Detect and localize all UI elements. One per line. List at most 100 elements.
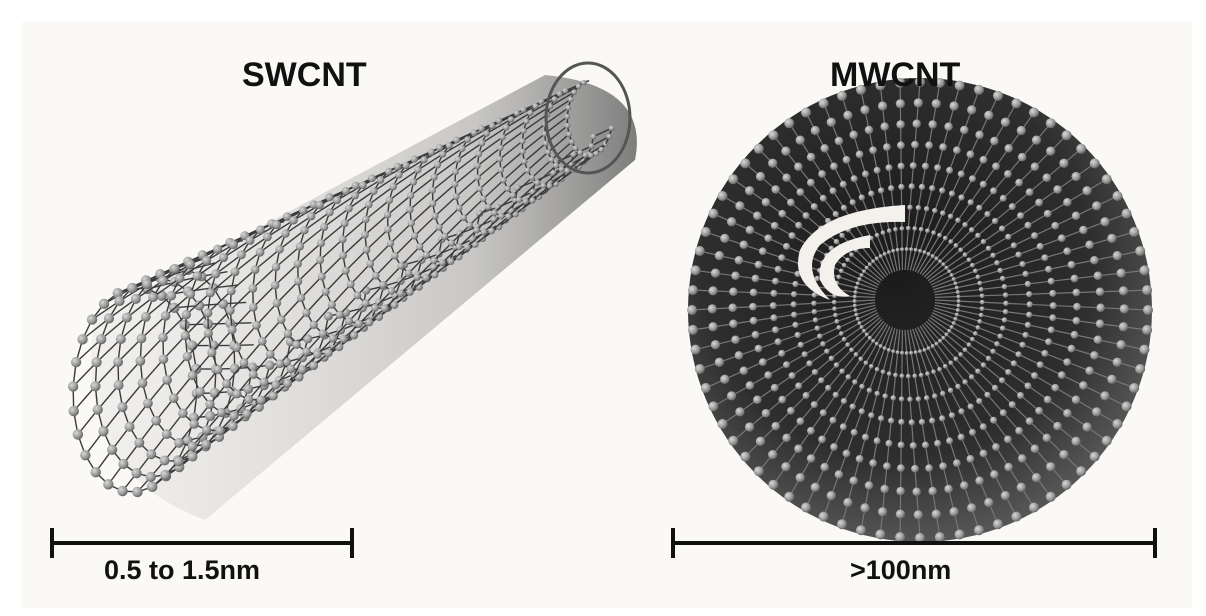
swcnt-atom bbox=[114, 296, 124, 306]
mwcnt-atom bbox=[860, 105, 869, 114]
mwcnt-atom bbox=[945, 333, 949, 337]
mwcnt-atom bbox=[1046, 146, 1055, 155]
mwcnt-atom bbox=[1001, 491, 1010, 500]
swcnt-atom bbox=[317, 239, 325, 247]
swcnt-atom bbox=[174, 438, 184, 448]
swcnt-atom bbox=[447, 258, 454, 265]
mwcnt-atom bbox=[1004, 463, 1012, 471]
mwcnt-atom bbox=[955, 530, 965, 540]
mwcnt-atom bbox=[931, 344, 935, 348]
mwcnt-atom bbox=[1072, 396, 1080, 404]
mwcnt-atom bbox=[1092, 407, 1101, 416]
mwcnt-atom bbox=[886, 440, 893, 447]
swcnt-atom bbox=[372, 272, 380, 280]
mwcnt-atom bbox=[1002, 317, 1007, 322]
mwcnt-atom bbox=[941, 262, 945, 266]
swcnt-atom bbox=[377, 176, 385, 184]
mwcnt-atom bbox=[905, 247, 909, 251]
swcnt-atom bbox=[475, 174, 481, 180]
mwcnt-atom bbox=[883, 462, 891, 470]
swcnt-atom bbox=[423, 252, 430, 259]
mwcnt-atom bbox=[931, 254, 935, 258]
mwcnt-atom bbox=[871, 259, 875, 263]
mwcnt-atom bbox=[787, 199, 795, 207]
mwcnt-atom bbox=[1000, 195, 1007, 202]
mwcnt-atom bbox=[715, 358, 724, 367]
mwcnt-atom bbox=[818, 170, 826, 178]
swcnt-atom bbox=[179, 320, 189, 330]
mwcnt-atom bbox=[1100, 391, 1109, 400]
mwcnt-atom bbox=[1035, 407, 1043, 415]
mwcnt-atom bbox=[836, 275, 841, 280]
mwcnt-atom bbox=[1090, 256, 1098, 264]
mwcnt-atom bbox=[856, 525, 866, 535]
mwcnt-atom bbox=[919, 373, 924, 378]
mwcnt-atom bbox=[952, 277, 956, 281]
mwcnt-atom bbox=[878, 187, 884, 193]
swcnt-scale-bar bbox=[52, 528, 352, 558]
mwcnt-atom bbox=[925, 464, 933, 472]
swcnt-atom bbox=[132, 487, 142, 497]
mwcnt-atom bbox=[718, 419, 728, 429]
mwcnt-atom bbox=[944, 485, 952, 493]
swcnt-atom bbox=[138, 378, 148, 388]
mwcnt-atom bbox=[1135, 364, 1145, 374]
mwcnt-atom bbox=[935, 342, 939, 346]
mwcnt-atom bbox=[911, 141, 919, 149]
swcnt-atom bbox=[237, 250, 246, 259]
mwcnt-atom bbox=[795, 222, 802, 229]
swcnt-atom bbox=[503, 124, 509, 130]
mwcnt-atom bbox=[980, 423, 987, 430]
swcnt-atom bbox=[339, 252, 347, 260]
mwcnt-atom bbox=[955, 313, 959, 317]
mwcnt-atom bbox=[932, 208, 937, 213]
mwcnt-atom bbox=[1025, 281, 1031, 287]
mwcnt-atom bbox=[1085, 366, 1093, 374]
mwcnt-atom bbox=[990, 137, 998, 145]
mwcnt-atom bbox=[986, 356, 991, 361]
mwcnt-atom bbox=[943, 236, 948, 241]
mwcnt-atom bbox=[949, 412, 955, 418]
swcnt-atom bbox=[188, 441, 198, 451]
swcnt-atom bbox=[386, 197, 393, 204]
mwcnt-atom bbox=[772, 278, 779, 285]
mwcnt-atom bbox=[740, 241, 748, 249]
mwcnt-atom bbox=[833, 313, 838, 318]
mwcnt-atom bbox=[783, 243, 790, 250]
mwcnt-atom bbox=[968, 403, 974, 409]
mwcnt-atom bbox=[1004, 170, 1012, 178]
mwcnt-atom bbox=[1026, 417, 1034, 425]
mwcnt-atom bbox=[975, 476, 983, 484]
mwcnt-atom bbox=[967, 342, 972, 347]
mwcnt-atom bbox=[825, 385, 831, 391]
mwcnt-atom bbox=[887, 348, 891, 352]
mwcnt-atom bbox=[1011, 98, 1021, 108]
mwcnt-atom bbox=[940, 210, 945, 215]
swcnt-atom bbox=[381, 304, 389, 312]
swcnt-atom bbox=[232, 343, 241, 352]
swcnt-atom bbox=[141, 312, 151, 322]
mwcnt-atom bbox=[862, 434, 869, 441]
mwcnt-atom bbox=[899, 396, 904, 401]
mwcnt-atom bbox=[1073, 317, 1081, 325]
mwcnt-atom bbox=[729, 287, 737, 295]
mwcnt-atom bbox=[771, 422, 779, 430]
swcnt-atom bbox=[232, 389, 241, 398]
mwcnt-atom bbox=[772, 326, 779, 333]
mwcnt-atom bbox=[815, 325, 820, 330]
mwcnt-atom bbox=[949, 101, 958, 110]
mwcnt-atom bbox=[909, 351, 913, 355]
swcnt-atom bbox=[328, 301, 336, 309]
swcnt-atom bbox=[456, 243, 463, 250]
mwcnt-atom bbox=[900, 226, 905, 231]
mwcnt-atom bbox=[878, 507, 887, 516]
mwcnt-atom bbox=[970, 337, 975, 342]
mwcnt-atom bbox=[752, 331, 760, 339]
swcnt-atom bbox=[590, 134, 596, 140]
mwcnt-atom bbox=[708, 304, 717, 313]
mwcnt-atom bbox=[807, 153, 815, 161]
mwcnt-atom bbox=[1018, 454, 1026, 462]
mwcnt-atom bbox=[1022, 332, 1028, 338]
swcnt-atom bbox=[566, 131, 572, 137]
